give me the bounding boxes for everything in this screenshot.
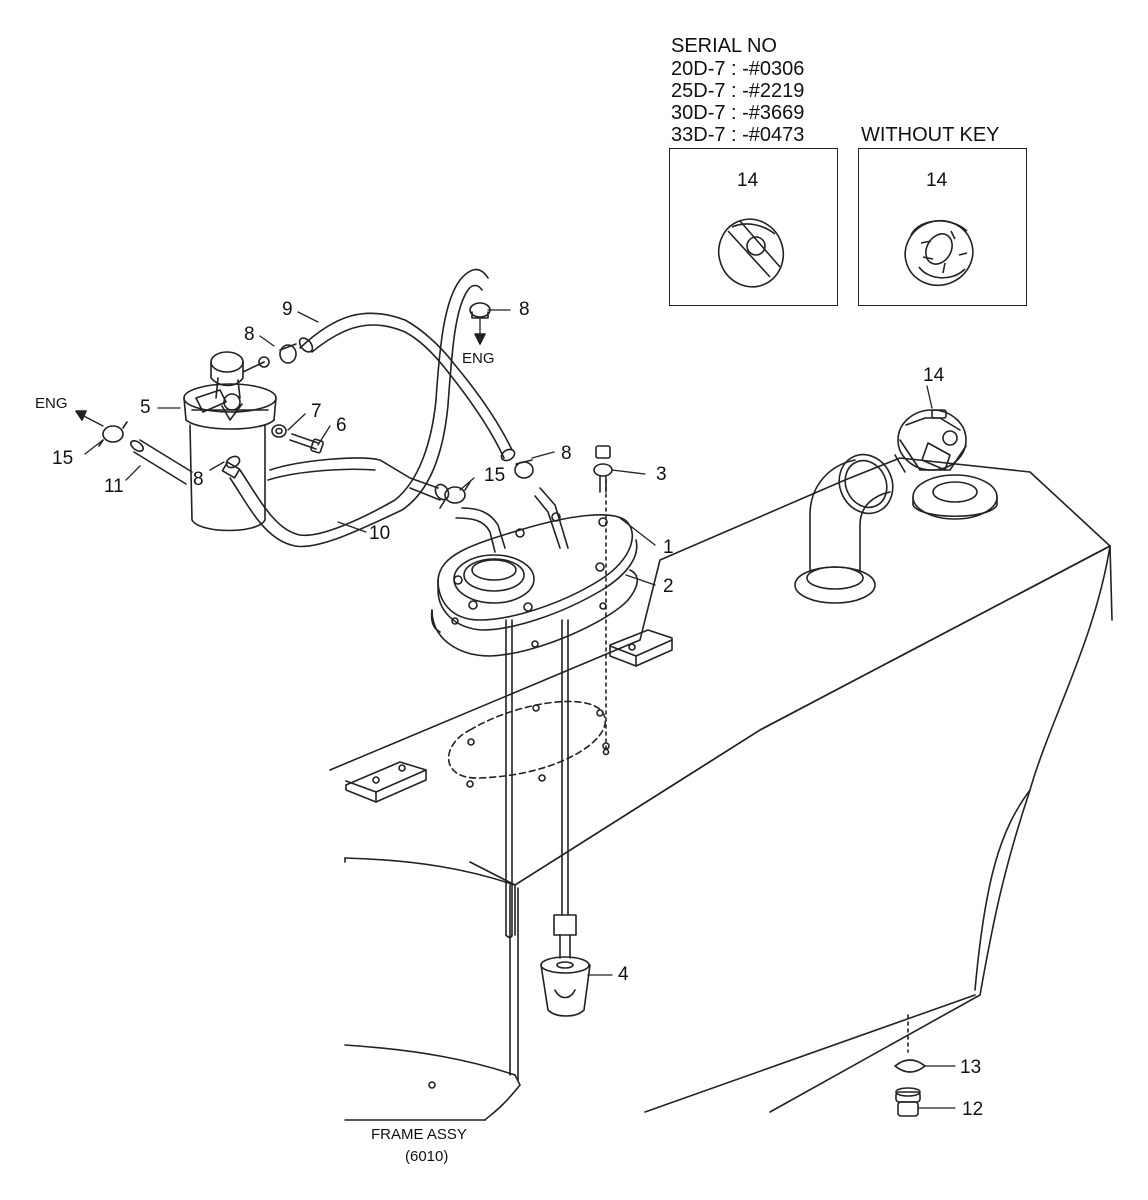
callout-14-inset-1: 14: [737, 170, 759, 191]
frame-assy-code: (6010): [405, 1148, 449, 1165]
callout-14-tank: 14: [923, 365, 945, 386]
callout-8-mid: 8: [561, 443, 572, 464]
hose-10: [221, 268, 489, 548]
serial-line-33d7: 33D-7 : -#0473: [671, 124, 805, 146]
callout-8-low: 8: [193, 469, 204, 490]
serial-line-30d7: 30D-7 : -#3669: [671, 102, 805, 124]
eng-label-top: ENG: [462, 350, 495, 367]
strainer: [540, 914, 591, 1017]
callout-3: 3: [656, 464, 667, 485]
sender-unit: [430, 512, 639, 657]
callout-5: 5: [140, 397, 151, 418]
callout-4: 4: [618, 964, 629, 985]
without-key-label: WITHOUT KEY: [861, 124, 1000, 146]
callout-12: 12: [962, 1099, 984, 1120]
inset-cap-with-key: 14: [669, 148, 838, 306]
eng-label-left: ENG: [35, 395, 68, 412]
callout-1: 1: [663, 537, 674, 558]
hose-return: [267, 457, 450, 501]
sender-hoses: [455, 487, 569, 553]
hose-9: [298, 312, 516, 462]
serial-title: SERIAL NO: [671, 35, 777, 57]
callout-7: 7: [311, 401, 322, 422]
fuel-filter: [183, 351, 277, 532]
leader-lines: [84, 309, 956, 1109]
clamps: [98, 302, 534, 509]
callout-9: 9: [282, 299, 293, 320]
pickup-tubes: [505, 479, 610, 939]
washer-and-bolt: [271, 424, 324, 454]
callout-15-mid: 15: [484, 465, 506, 486]
filler-neck: [794, 453, 998, 604]
fuel-tank: [329, 457, 1113, 1121]
screw-3: [593, 445, 613, 493]
callout-2: 2: [663, 576, 674, 597]
cap-nokey-icon: [904, 219, 974, 287]
serial-line-25d7: 25D-7 : -#2219: [671, 80, 805, 102]
frame-assy-label: FRAME ASSY: [371, 1126, 467, 1143]
serial-line-20d7: 20D-7 : -#0306: [671, 58, 805, 80]
callout-6: 6: [336, 415, 347, 436]
callout-10: 10: [369, 523, 391, 544]
callout-13: 13: [960, 1057, 982, 1078]
callout-11: 11: [104, 476, 124, 497]
inset-cap-without-key: 14: [858, 148, 1027, 306]
eng-arrows: [75, 317, 486, 427]
callout-14-inset-2: 14: [926, 170, 948, 191]
cap-key-icon: [717, 218, 785, 288]
filler-cap-tank: [894, 409, 967, 473]
drain-plug: [894, 1014, 926, 1117]
callout-8-top: 8: [519, 299, 530, 320]
callout-15-left: 15: [52, 448, 74, 469]
callout-8-left: 8: [244, 324, 255, 345]
hose-11: [130, 439, 193, 485]
